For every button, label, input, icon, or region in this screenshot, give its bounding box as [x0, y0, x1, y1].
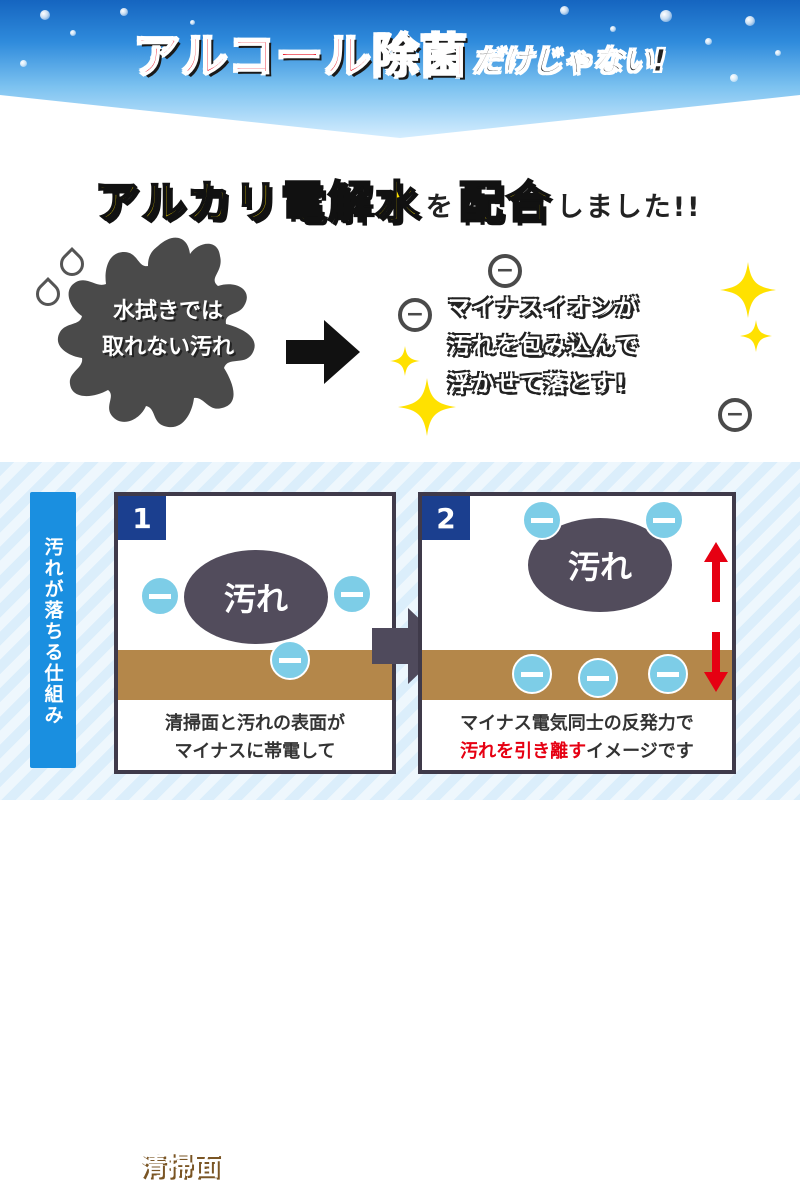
minus-ion-icon: [578, 658, 618, 698]
headline-blend: 配合: [458, 176, 553, 229]
minus-ion-icon: [332, 574, 372, 614]
minus-ion-icon: [270, 640, 310, 680]
cleaning-surface: [118, 650, 392, 700]
sparkle-icon: [720, 262, 776, 318]
repel-arrow-icon: [704, 542, 728, 692]
title-highlight: アルコール除菌: [133, 28, 469, 84]
page-title: アルコール除菌 だけじゃない!: [0, 16, 800, 86]
surface-label: 清掃面: [140, 1152, 222, 1182]
step-number: 2: [422, 496, 470, 540]
step-2-caption: マイナス電気同士の反発力で 汚れを引き離すイメージです: [460, 713, 694, 762]
minus-ion-icon: [140, 576, 180, 616]
before-caption: 水拭きでは 取れない汚れ: [101, 299, 234, 360]
after-caption: マイナスイオンが 汚れを包み込んで 浮かせて落とす!: [448, 296, 641, 397]
headline-particle: を: [425, 192, 455, 223]
caption-highlight: 汚れを引き離す: [460, 741, 587, 762]
sparkle-icon: [390, 346, 420, 376]
step-number: 1: [118, 496, 166, 540]
step-1-panel: 1 清掃面 汚れ 清掃面と汚れの表面が マイナスに帯電して: [114, 492, 396, 1182]
minus-ion-icon: [644, 500, 684, 540]
section-title: 汚れが落ちる仕組み: [41, 536, 64, 726]
arrow-right-icon: [372, 608, 448, 684]
minus-ion-icon: ⊖−: [488, 254, 522, 288]
minus-ion-icon: [512, 654, 552, 694]
title-suffix: だけじゃない!: [472, 44, 667, 80]
arrow-right-icon: [286, 320, 360, 384]
minus-ion-icon: [522, 500, 562, 540]
minus-ion-icon: −: [718, 398, 752, 432]
headline-end: しました!!: [556, 192, 702, 223]
step-1-caption: 清掃面と汚れの表面が マイナスに帯電して: [165, 713, 345, 762]
step-2-panel: 2 汚れ マイナス電気同士の反発力で 汚れを引き離すイメージです: [418, 492, 736, 774]
dirt-blob: 汚れ: [184, 550, 328, 644]
section-tab: [30, 492, 76, 768]
sparkle-icon: [740, 320, 772, 352]
minus-ion-icon: [648, 654, 688, 694]
sparkle-icon: [398, 378, 456, 436]
headline: アルカリ電解水 を 配合 しました!!: [0, 150, 800, 230]
headline-product: アルカリ電解水: [94, 176, 422, 229]
minus-ion-icon: −: [398, 298, 432, 332]
dirt-splat-icon: [57, 237, 255, 428]
